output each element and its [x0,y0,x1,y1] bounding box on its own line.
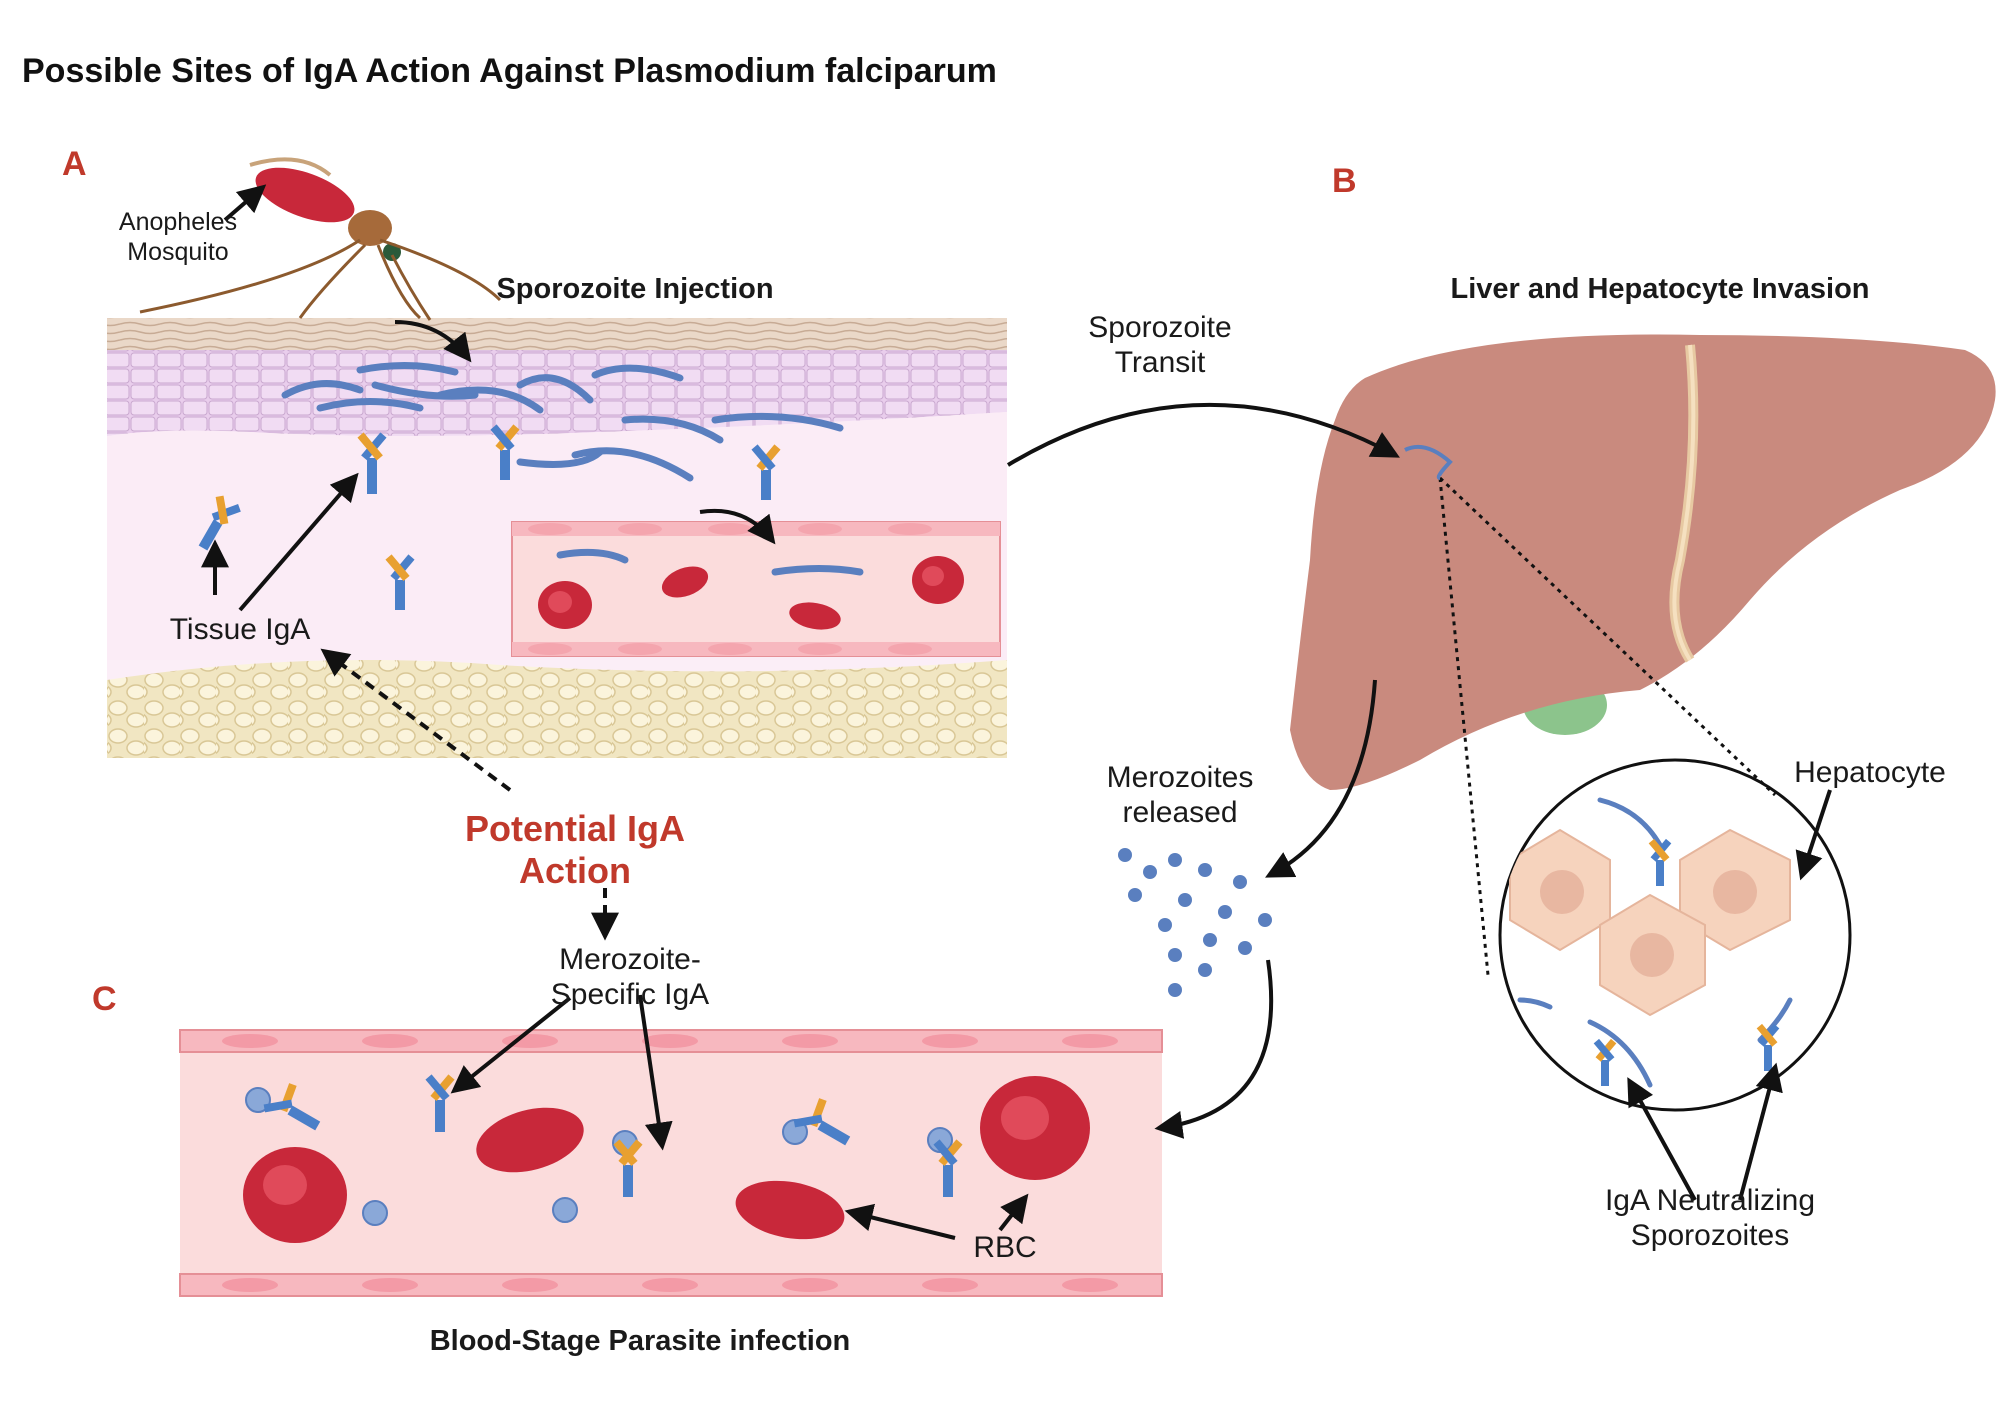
merozoite-icon [245,1087,953,1226]
rbc-icon [538,556,964,630]
mosquito-label: Anopheles Mosquito [118,208,238,266]
antibody-icon [198,424,781,610]
liver-icon [1290,334,1996,790]
rbc-label: RBC [973,1231,1037,1264]
hepatocyte-label: Hepatocyte [1794,756,1946,789]
arrows [201,184,1832,1240]
hepatocyte-magnification [1498,758,1852,1112]
merozoite-icon [1118,848,1272,997]
mosquito-icon [139,157,502,321]
sporozoite-transit-label: Sporozoite Transit [1088,311,1232,380]
iga-neutralizing-label: IgA Neutralizing Sporozoites [1604,1184,1816,1253]
hepatocyte-icon [1509,797,1793,1088]
panel-a-letter: A [62,145,87,183]
merozoite-iga-label: Merozoite-Specific IgA [550,943,710,1012]
liver-invasion-heading: Liver and Hepatocyte Invasion [1450,273,1870,305]
zoom-lines [1438,476,1777,976]
tissue-iga-label: Tissue IgA [169,613,311,646]
potential-iga-label: Potential IgA Action [464,808,685,892]
panel-b-letter: B [1332,162,1357,200]
dashed-arrows [320,648,619,941]
blood-vessel [179,1029,1163,1297]
sporozoite-icon [281,362,864,576]
sporozoite-injection-heading: Sporozoite Injection [496,273,774,305]
antibody-icon [263,1074,963,1197]
diagram-title: Possible Sites of IgA Action Against Pla… [22,52,997,90]
liver-sporozoite [1404,445,1453,480]
merozoites-released-label: Merozoites released [1106,761,1254,830]
blood-stage-heading: Blood-Stage Parasite infection [429,1325,851,1357]
panel-c-letter: C [92,980,117,1018]
rbc-icon [243,1076,1090,1243]
dermal-blood-vessel [511,521,1001,657]
